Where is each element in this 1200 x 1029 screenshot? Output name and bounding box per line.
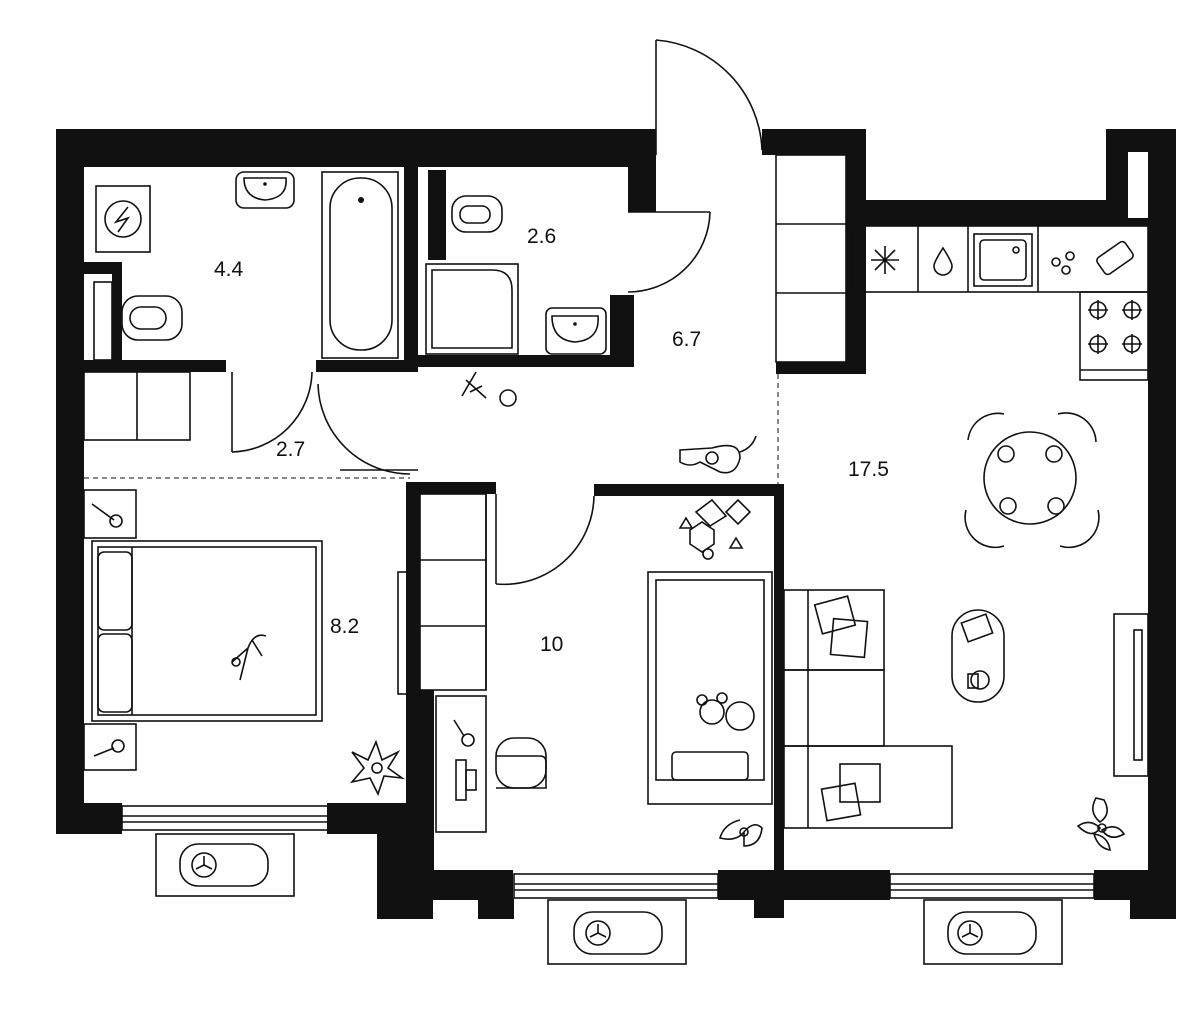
hall-fixtures (83, 154, 847, 474)
toy-blocks-icon (678, 498, 752, 560)
ac-unit-3 (923, 899, 1063, 965)
area-label-corridor: 2.7 (276, 438, 305, 461)
tv-stand (1113, 613, 1149, 777)
entrance-door (655, 39, 763, 155)
plant-icon (719, 819, 763, 847)
coffee-table (951, 609, 1005, 703)
area-label-bedroom: 8.2 (330, 615, 359, 638)
fan-icon (585, 920, 611, 946)
window-kitchen (889, 873, 1095, 899)
fan-icon (957, 920, 983, 946)
area-label-kitchen-living: 17.5 (848, 458, 889, 481)
area-label-wc: 2.6 (527, 225, 556, 248)
water-icon (933, 246, 953, 276)
dog-icon (679, 435, 757, 474)
phone-icon (967, 670, 990, 690)
area-label-hall: 6.7 (672, 328, 701, 351)
wc-door (627, 211, 711, 293)
wc-fixtures (425, 195, 607, 355)
boiler-icon (113, 206, 131, 233)
toy-airplane-icon (461, 371, 487, 399)
hall-door (317, 383, 418, 475)
bathroom-door (231, 371, 313, 453)
bedroom-furniture (83, 489, 409, 797)
interior-walls (84, 167, 846, 880)
fridge-icon (871, 246, 899, 274)
area-label-kids-room: 10 (540, 633, 563, 656)
cat-icon (231, 634, 267, 681)
window-kids-room (513, 873, 719, 899)
area-label-bathroom: 4.4 (214, 258, 244, 281)
dining-table (964, 412, 1100, 549)
teddy-bear-icon (696, 692, 755, 731)
kitchen-furniture (851, 225, 1149, 381)
fan-icon (191, 852, 217, 878)
plant-icon (349, 739, 405, 797)
ac-unit-2 (547, 899, 687, 965)
kids-room-furniture (419, 493, 773, 847)
sofa (783, 589, 953, 829)
bathroom-fixtures (93, 171, 399, 361)
exterior-walls (56, 129, 1176, 919)
ball-icon (499, 389, 517, 407)
window-bedroom (121, 805, 329, 831)
kids-room-door (495, 494, 595, 586)
ac-unit-1 (155, 833, 295, 897)
plant-icon (1076, 797, 1126, 851)
